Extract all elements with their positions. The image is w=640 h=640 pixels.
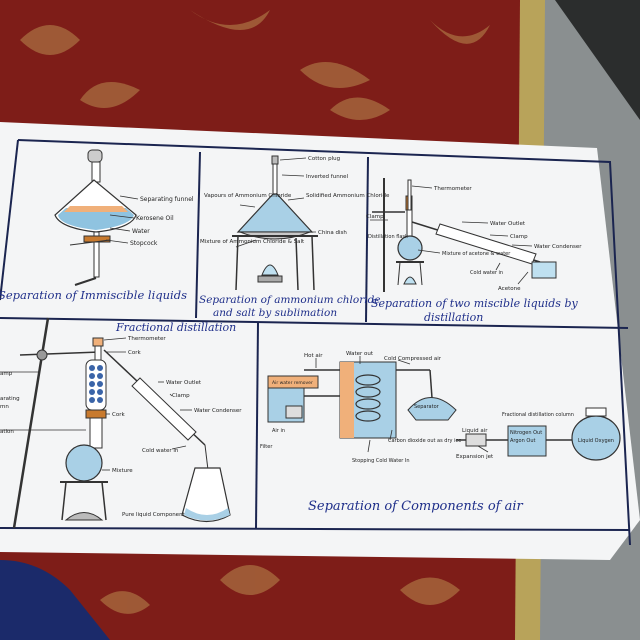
label-expansion-jet: Expansion jet: [456, 454, 494, 460]
label-argon-out: Argon Out: [510, 438, 535, 444]
label-water-outlet: Water Outlet: [490, 221, 526, 227]
label-clamp-cut: amp: [0, 371, 13, 377]
panel-air: Hot air Water out Cold Compressed air Ai…: [260, 351, 621, 514]
label-cork-lower: Cork: [112, 412, 125, 418]
label-cork: Cork: [128, 350, 141, 356]
label-stopcock: Stopcock: [130, 240, 158, 247]
label-liquid-oxygen: Liquid Oxygen: [578, 438, 614, 444]
label-cold-water-in: Cold water in: [470, 270, 503, 276]
label-thermometer: Thermometer: [433, 186, 472, 192]
label-clamp: Clamp: [510, 234, 528, 240]
distillation-drawing: [372, 178, 557, 292]
label-clamp: Clamp: [172, 393, 190, 399]
label-distillation-flask: Distillation flask: [368, 234, 408, 240]
panel-sublimation: Cotton plug Inverted funnel Solidified A…: [199, 155, 390, 319]
title-sublimation-line1: Separation of ammonium chloride: [199, 294, 381, 306]
label-separator: Separator: [414, 404, 440, 410]
separating-funnel-drawing: [54, 149, 137, 286]
label-water-condenser: Water Condenser: [194, 408, 242, 414]
label-filter: Filter: [260, 444, 273, 450]
label-cotton-plug: Cotton plug: [308, 156, 340, 162]
panel-borders: [0, 139, 631, 546]
panel-miscible: Thermometer Water Outlet Clamp Water Con…: [366, 178, 582, 324]
label-cold-water-in: Cold water in: [142, 448, 179, 454]
label-kerosene-oil: Kerosene Oil: [136, 215, 174, 222]
blue-cloth: [0, 560, 110, 640]
panel-immiscible: Separating funnel Kerosene Oil Water Sto…: [0, 149, 194, 302]
leader-lines: [105, 195, 139, 244]
label-water: Water: [132, 228, 150, 235]
label-fractionating-cut: arating: [0, 396, 20, 402]
title-miscible-line2: distillation: [424, 311, 483, 324]
label-hot-air: Hot air: [304, 353, 323, 359]
title-miscible-line1: Separation of two miscible liquids by: [371, 297, 578, 310]
panel-fractional: Thermometer Cork Water Outlet Clamp Wate…: [0, 317, 242, 529]
label-mixture-acetone-water: Mixture of acetone & water: [442, 251, 511, 257]
chart-paper: [0, 122, 640, 560]
label-co2-dry-ice: Carbon dioxide out as dry ice: [388, 438, 461, 444]
label-distillation-cut: ation: [0, 429, 14, 435]
label-column-cut: mn: [0, 404, 9, 410]
label-mixture-ammonium-chloride-salt: Mixture of Ammonium Chloride & Salt: [200, 239, 305, 245]
label-cold-water-in: Stopping Cold Water In: [352, 458, 410, 464]
carpet-pattern: [20, 10, 490, 614]
leader-lines: [315, 356, 489, 453]
label-china-dish: China dish: [318, 230, 347, 236]
label-acetone: Acetone: [498, 286, 521, 292]
title-fractional: Fractional distillation: [115, 321, 236, 334]
air-separation-drawing: [267, 361, 621, 461]
label-nitrogen-out: Nitrogen Out: [510, 430, 542, 436]
label-mixture: Mixture: [112, 468, 133, 474]
title-immiscible: Separation of Immiscible liquids: [0, 288, 187, 302]
leader-lines: [235, 157, 316, 248]
label-water-outlet: Water Outlet: [166, 380, 202, 386]
label-cold-compressed-air: Cold Compressed air: [384, 356, 442, 362]
title-air: Separation of Components of air: [308, 499, 524, 514]
label-water-condenser: Water Condenser: [534, 244, 582, 250]
label-separating-funnel: Separating funnel: [140, 196, 194, 203]
title-sublimation-line2: and salt by sublimation: [213, 307, 337, 319]
label-thermometer: Thermometer: [127, 336, 166, 342]
label-fractional-column: Fractional distillation column: [502, 412, 574, 418]
label-liquid-air: Liquid air: [462, 428, 488, 434]
floor-tile: [555, 0, 640, 120]
label-inverted-funnel: Inverted funnel: [306, 174, 349, 180]
sublimation-drawing: [232, 155, 318, 291]
label-solidified-ammonium-chloride: Solidified Ammonium Chloride: [306, 193, 390, 199]
label-air-water-remover: Air water remover: [272, 380, 313, 386]
label-pure-liquid-component: Pure liquid Component: [122, 512, 186, 518]
leader-lines: [0, 337, 192, 471]
leader-lines: [370, 185, 533, 285]
label-clamp-left: Clamp: [366, 214, 384, 220]
label-air-in: Air in: [272, 428, 285, 434]
fractional-drawing: [12, 317, 231, 529]
label-vapours: Vapours of Ammonium Chloride: [204, 193, 292, 199]
label-water-out: Water out: [346, 351, 374, 357]
